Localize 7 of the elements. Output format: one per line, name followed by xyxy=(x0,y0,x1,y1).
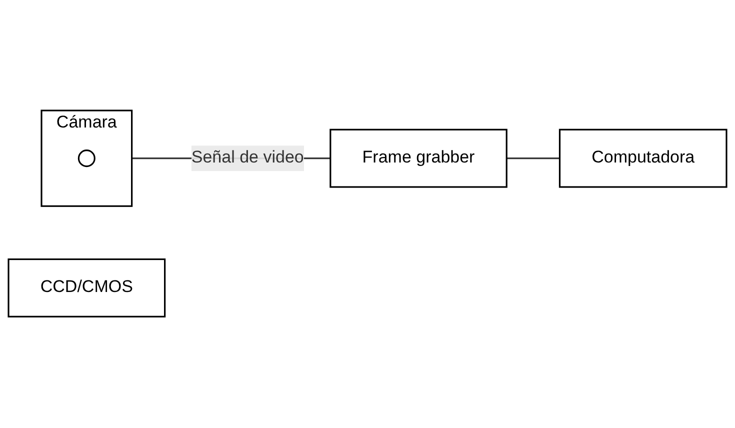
node-box: CCD/CMOS xyxy=(8,258,166,318)
node-box: Frame grabber xyxy=(330,129,508,188)
node-circle xyxy=(78,150,96,168)
edge-label: Señal de video xyxy=(191,149,304,168)
cluster: Cámara xyxy=(40,110,133,208)
connector xyxy=(506,158,560,160)
node-box: Computadora xyxy=(558,129,728,188)
